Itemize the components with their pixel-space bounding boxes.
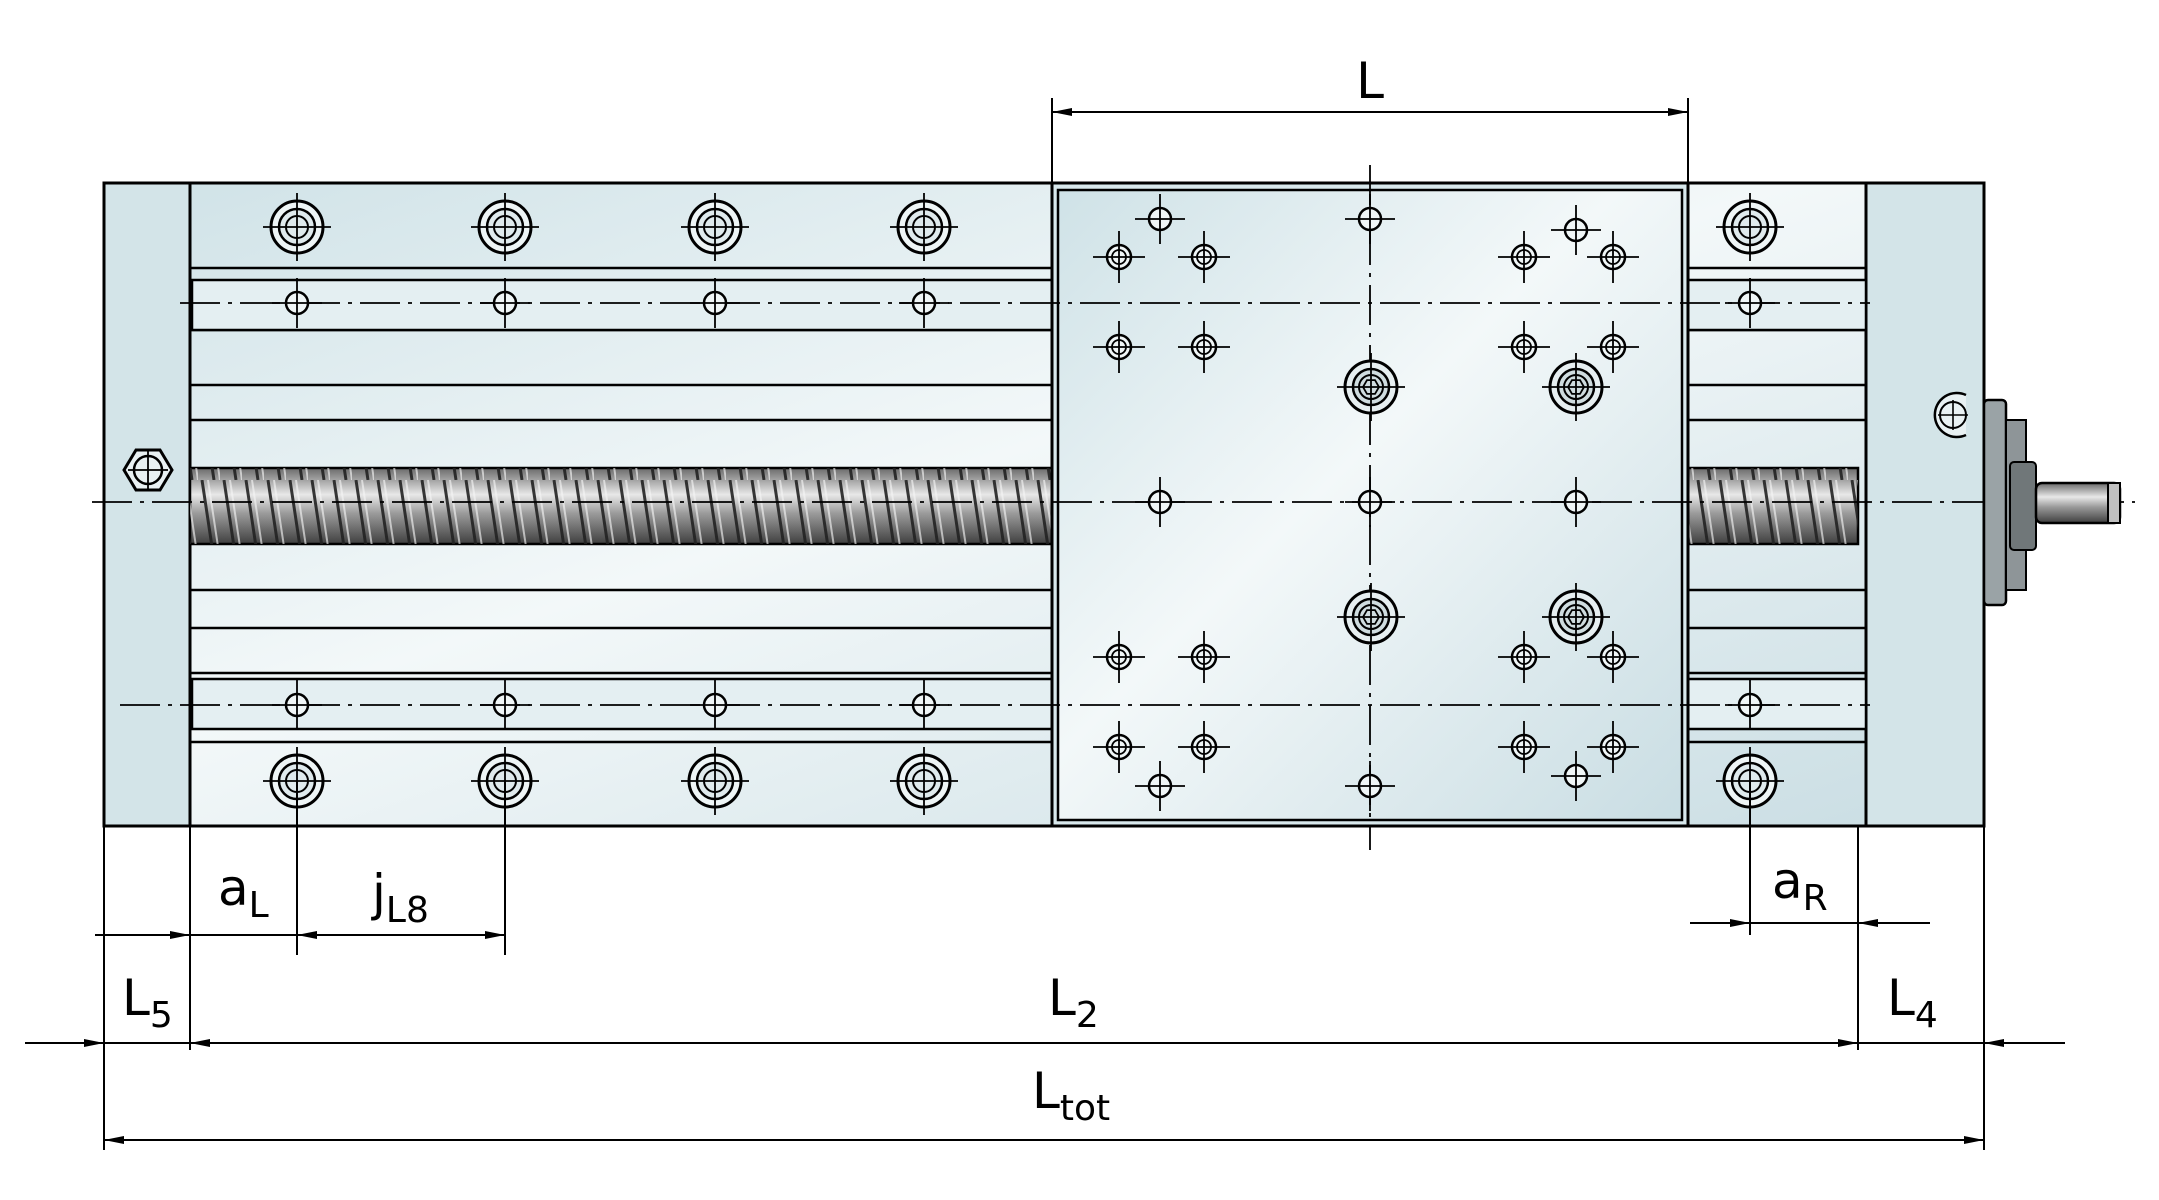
- hole-icon: [1498, 321, 1550, 373]
- hole-icon: [1178, 631, 1230, 683]
- hole-icon: [1093, 321, 1145, 373]
- hole-icon: [1345, 194, 1395, 244]
- counterbore-screw-icon: [681, 747, 749, 815]
- hole-icon: [480, 278, 530, 328]
- hole-icon: [1345, 477, 1395, 527]
- hole-icon: [1135, 761, 1185, 811]
- mounting-holes: [272, 194, 1775, 811]
- lower-guide-rail: [190, 677, 1054, 731]
- hole-icon: [1178, 321, 1230, 373]
- hole-icon: [1587, 231, 1639, 283]
- label-L2: L2: [1048, 969, 1099, 1036]
- hole-icon: [1725, 680, 1775, 730]
- hole-icon: [1178, 231, 1230, 283]
- ball-screw: [188, 466, 1860, 546]
- socket-screw-icon: [1337, 353, 1405, 421]
- label-Ltot: Ltot: [1032, 1062, 1110, 1129]
- counterbore-screw-icon: [890, 747, 958, 815]
- left-end-cap: [102, 181, 192, 828]
- center-lines: [92, 165, 2135, 850]
- hole-icon: [1725, 278, 1775, 328]
- label-aR: aR: [1772, 852, 1828, 919]
- hole-icon: [690, 278, 740, 328]
- socket-screw-icon: [1542, 583, 1610, 651]
- counterbore-screw-icon: [1716, 193, 1784, 261]
- hole-icon: [1093, 231, 1145, 283]
- hole-icon: [272, 278, 322, 328]
- label-L: L: [1356, 52, 1384, 110]
- socket-screw-icon: [1337, 583, 1405, 651]
- hole-icon: [1345, 761, 1395, 811]
- hole-icon: [1135, 194, 1185, 244]
- hole-icon: [1498, 631, 1550, 683]
- counterbore-screw-icon: [263, 193, 331, 261]
- label-L5: L5: [122, 969, 173, 1036]
- counterbore-screw-icon: [681, 193, 749, 261]
- extension-lines: [103, 780, 1985, 1150]
- lube-nipple-left-icon: [122, 448, 174, 492]
- hole-icon: [1135, 477, 1185, 527]
- hole-icon: [1093, 631, 1145, 683]
- hole-icon: [1551, 477, 1601, 527]
- drive-shaft-end: [1933, 391, 2122, 607]
- hole-icon: [899, 680, 949, 730]
- hole-icon: [690, 680, 740, 730]
- hole-icon: [1551, 205, 1601, 255]
- hole-icon: [1551, 751, 1601, 801]
- right-end-cap: [1864, 181, 1986, 828]
- hole-icon: [480, 680, 530, 730]
- label-jL8: jL8: [371, 864, 429, 931]
- hole-icon: [1587, 721, 1639, 773]
- label-aL: aL: [218, 859, 269, 926]
- hole-icon: [899, 278, 949, 328]
- hole-icon: [272, 680, 322, 730]
- counterbore-screw-icon: [890, 193, 958, 261]
- label-L4: L4: [1887, 969, 1938, 1036]
- counterbore-screw-icon: [471, 193, 539, 261]
- hole-icon: [1178, 721, 1230, 773]
- hole-icon: [1587, 321, 1639, 373]
- hole-icon: [1587, 631, 1639, 683]
- socket-screw-icon: [1542, 353, 1610, 421]
- hole-icon: [1498, 231, 1550, 283]
- dimension-L: [1051, 98, 1689, 183]
- hole-icon: [1498, 721, 1550, 773]
- hole-icon: [1093, 721, 1145, 773]
